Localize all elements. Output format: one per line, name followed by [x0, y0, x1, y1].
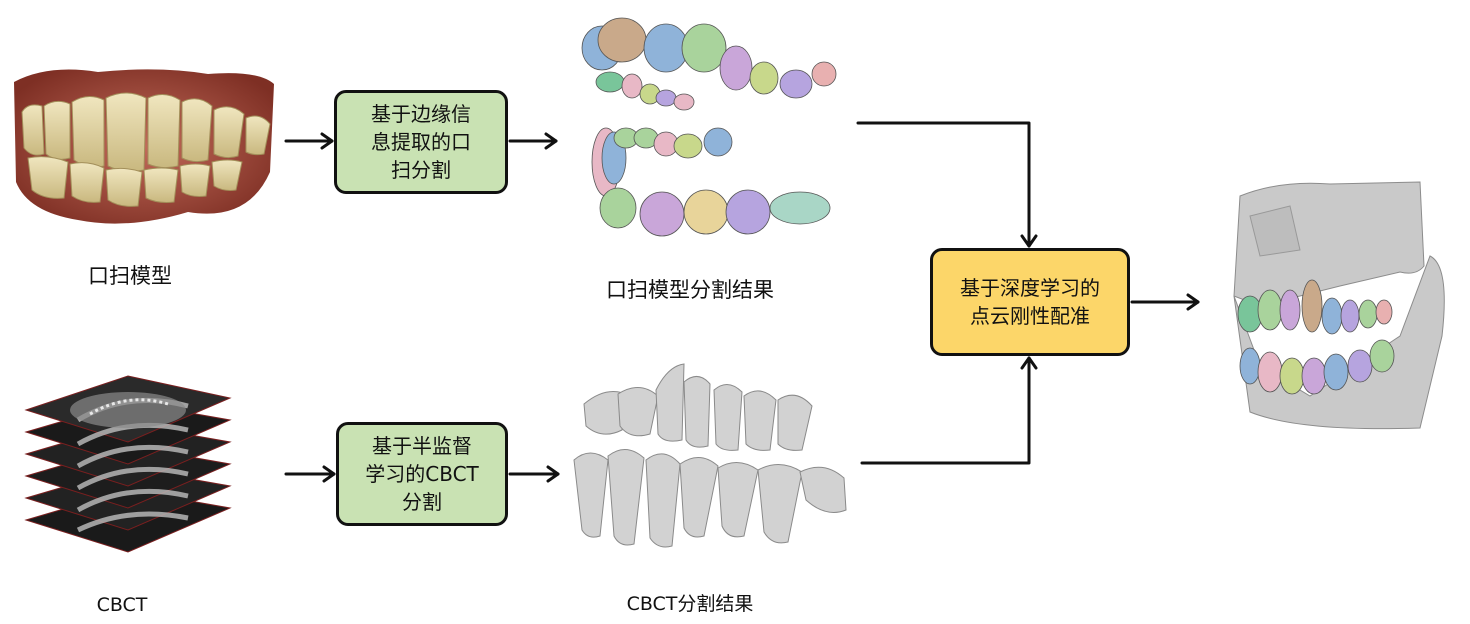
label-cbct-seg-result: CBCT分割结果	[626, 593, 754, 615]
cbct-slices-image	[24, 375, 232, 553]
cbct-segmentation-result-image	[573, 363, 847, 548]
arrow-intraoral-result-to-registration	[856, 121, 1031, 248]
registration-result-image	[1233, 181, 1445, 430]
box-point-cloud-registration: 基于深度学习的 点云刚性配准	[930, 248, 1130, 356]
intraoral-segmentation-result-image	[581, 17, 837, 237]
box-cbct-segmentation: 基于半监督 学习的CBCT 分割	[336, 422, 508, 526]
label-intraoral-model: 口扫模型	[88, 264, 172, 288]
label-intraoral-seg-result: 口扫模型分割结果	[606, 278, 774, 302]
box-intraoral-segmentation: 基于边缘信 息提取的口 扫分割	[334, 90, 508, 194]
arrow-cbct-result-to-registration	[860, 356, 1031, 465]
label-cbct: CBCT	[96, 594, 148, 616]
intraoral-model-image	[14, 69, 274, 224]
